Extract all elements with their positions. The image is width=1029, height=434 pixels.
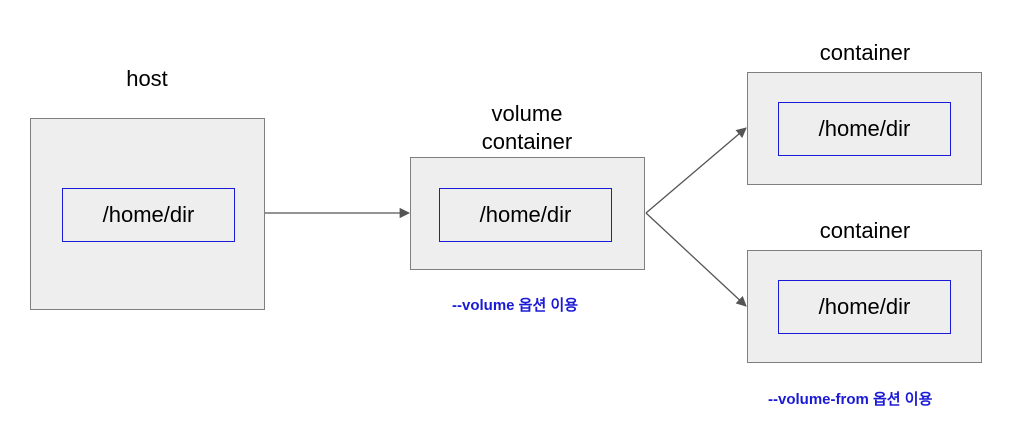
container-top-title: container bbox=[819, 40, 911, 65]
volume-container-box: /home/dir bbox=[410, 157, 645, 270]
container-bottom-title: container bbox=[819, 218, 911, 243]
arrow-volume-to-container-bottom bbox=[645, 212, 747, 307]
host-title: host bbox=[126, 66, 168, 91]
host-box: /home/dir bbox=[30, 118, 265, 310]
volume-from-option-note: --volume-from 옵션 이용 bbox=[768, 391, 933, 408]
volume-option-note: --volume 옵션 이용 bbox=[452, 297, 579, 314]
volume-container-path: /home/dir bbox=[439, 188, 612, 242]
volume-container-title-line2: container bbox=[481, 129, 573, 154]
container-top-box: /home/dir bbox=[747, 72, 982, 185]
container-top-path: /home/dir bbox=[778, 102, 951, 156]
volume-container-title-line1: volume bbox=[491, 101, 563, 126]
arrow-volume-to-container-top bbox=[645, 127, 747, 214]
container-bottom-box: /home/dir bbox=[747, 250, 982, 363]
host-path: /home/dir bbox=[62, 188, 235, 242]
container-bottom-path: /home/dir bbox=[778, 280, 951, 334]
